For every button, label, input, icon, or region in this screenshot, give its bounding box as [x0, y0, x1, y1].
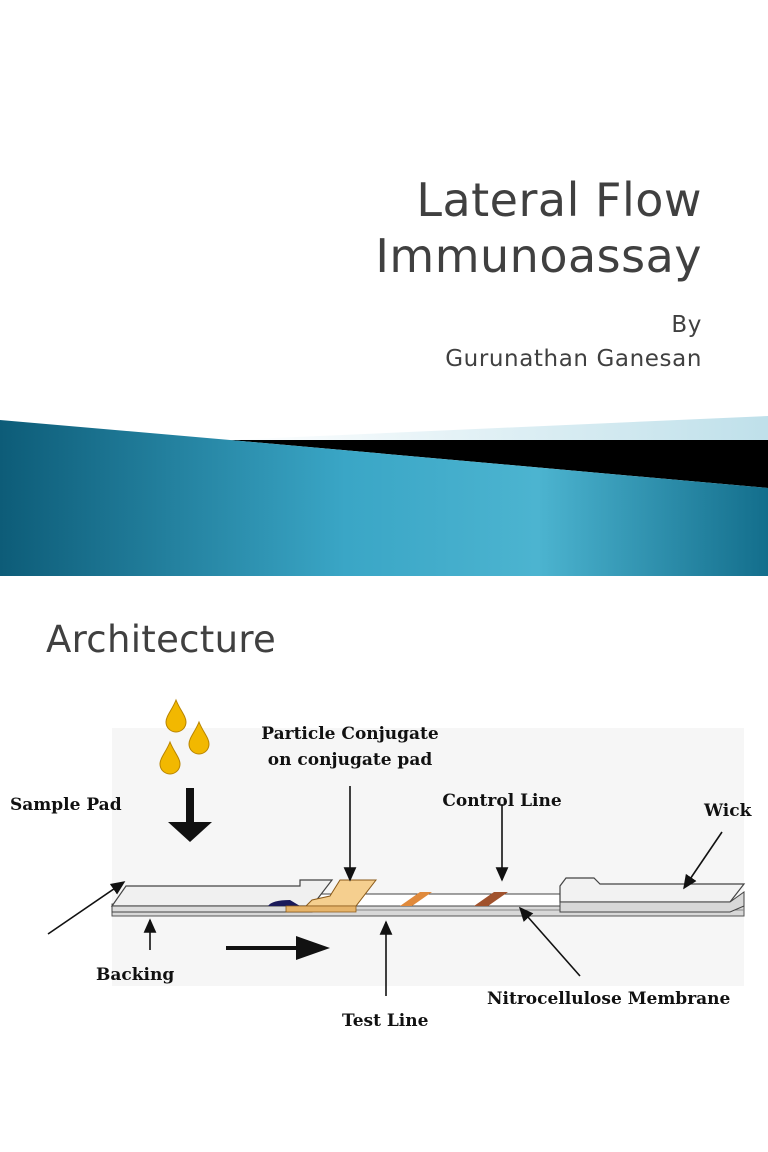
control-line-label: Control Line [442, 791, 562, 811]
title-line-1: Lateral Flow [416, 173, 702, 227]
conjugate-pad-label: on conjugate pad [268, 750, 433, 770]
particle-conjugate-label: Particle Conjugate [261, 724, 439, 744]
slide-title: Lateral Flow Immunoassay [375, 172, 702, 284]
nitrocellulose-label: Nitrocellulose Membrane [487, 989, 731, 1009]
sample-pad-label: Sample Pad [10, 795, 122, 815]
title-line-2: Immunoassay [375, 229, 702, 283]
backing-label: Backing [96, 965, 174, 985]
diagram-background [112, 728, 744, 986]
banner-light-strip [230, 416, 768, 440]
decorative-banner [0, 416, 768, 576]
test-line-label: Test Line [342, 1011, 429, 1031]
architecture-slide: Architecture [0, 576, 768, 1152]
slide-title: Architecture [46, 618, 277, 661]
wick-pad [559, 877, 746, 903]
slide-subtitle: By Gurunathan Ganesan [445, 308, 702, 376]
lateral-flow-diagram: Particle Conjugate on conjugate pad Samp… [10, 698, 753, 1031]
by-label: By [671, 312, 702, 338]
control-line-band [474, 892, 508, 906]
sample-pad-edge [268, 900, 300, 906]
banner-teal-band [0, 420, 768, 576]
sample-drops-icon [159, 698, 210, 775]
nitrocellulose-pointer [518, 906, 581, 977]
sample-pad-pointer [47, 881, 126, 935]
sample-flow-down-icon [168, 788, 212, 842]
flow-direction-arrow-icon [226, 936, 330, 960]
wick-label: Wick [703, 801, 753, 821]
wick-pointer [683, 831, 723, 890]
test-line-band [400, 892, 432, 906]
author-name: Gurunathan Ganesan [445, 346, 702, 372]
title-slide: Lateral Flow Immunoassay By Gurunathan G… [0, 172, 768, 576]
